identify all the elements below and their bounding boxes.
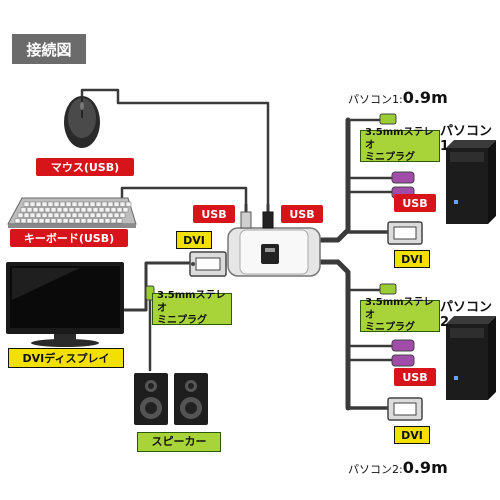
mouse-cable xyxy=(80,88,270,207)
pc2-main-cable xyxy=(315,259,351,411)
pc1-tower-icon xyxy=(446,140,496,224)
mouse-label: マウス(USB) xyxy=(36,158,134,176)
usb-label-pc2: USB xyxy=(394,368,436,386)
keyboard-cable xyxy=(120,186,248,207)
diagram-title: 接続図 xyxy=(12,34,86,64)
display-label: DVIディスプレイ xyxy=(8,348,124,368)
pc1-label: パソコン1 xyxy=(440,124,493,154)
kvm-switch-icon xyxy=(227,211,321,277)
dvi-label-pc2: DVI xyxy=(394,426,430,444)
pc1-main-cable xyxy=(315,117,351,243)
pc1-connectors xyxy=(379,113,423,245)
pc2-tower-icon xyxy=(446,316,496,400)
speaker-icon xyxy=(134,373,208,425)
dvi-plug-left-icon xyxy=(189,251,227,277)
usb-label-pc1: USB xyxy=(394,194,436,212)
cable-length-pc1: パソコン1:0.9m xyxy=(348,88,448,107)
usb-label-left-a: USB xyxy=(193,205,235,223)
usb-label-left-b: USB xyxy=(281,205,323,223)
pc2-connectors xyxy=(379,283,423,421)
keyboard-icon xyxy=(7,197,137,228)
dvi-label-left: DVI xyxy=(176,231,212,249)
monitor-icon xyxy=(6,262,124,347)
audio-label-pc1: 3.5mmステレオミニプラグ xyxy=(360,127,440,163)
audio-label-left: 3.5mmステレオミニプラグ xyxy=(152,290,232,326)
pc2-label: パソコン2 xyxy=(440,300,493,330)
cable-group xyxy=(80,88,394,411)
keyboard-label: キーボード(USB) xyxy=(10,229,128,247)
dvi-label-pc1: DVI xyxy=(394,250,430,268)
cable-length-pc2: パソコン2:0.9m xyxy=(348,458,448,477)
audio-label-pc2: 3.5mmステレオミニプラグ xyxy=(360,297,440,333)
mouse-icon xyxy=(64,96,100,148)
speaker-label: スピーカー xyxy=(137,432,221,452)
